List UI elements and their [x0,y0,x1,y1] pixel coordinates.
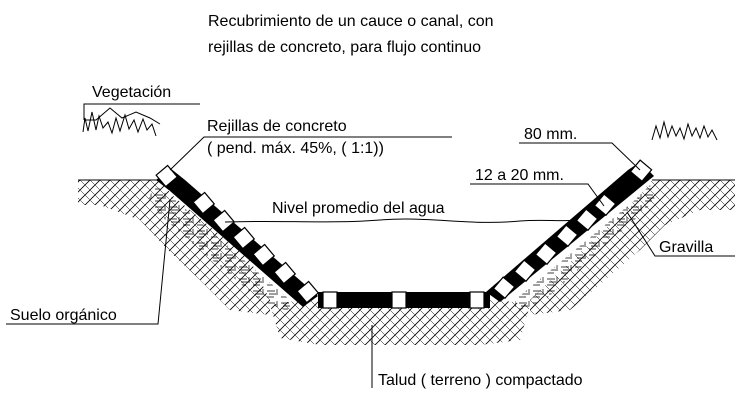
rejillas-label-line-1: Rejillas de concreto [207,118,347,135]
nivel-agua-label: Nivel promedio del agua [272,200,445,217]
lining-right-slope [486,159,654,302]
grid-block [232,226,256,250]
grid-block [212,209,236,233]
rejillas-leader [169,136,452,171]
title-line-1: Recubrimiento de un cauce o canal, con [208,13,494,30]
grid-block [273,261,297,285]
rejillas-label-line-2: ( pend. máx. 45%, ( 1:1)) [207,140,384,157]
grid-block [492,276,516,300]
vegetation-left [82,107,161,137]
grid-block [534,242,558,266]
gravilla-leader [626,211,735,257]
lining-bottom [318,291,490,309]
ground-bottom [270,300,530,345]
gravel-left [148,185,290,312]
vegetation-right [651,120,718,141]
mm80-label: 80 mm. [524,126,577,143]
grid-block [155,164,179,188]
ground-right [530,180,735,315]
grid-block [192,191,216,215]
talud-label: Talud ( terreno ) compactado [378,372,583,389]
vegetacion-label: Vegetación [92,84,171,101]
suelo-organico-leader [6,199,171,325]
grid-block [391,291,407,309]
lining-left-slope [155,164,320,307]
gravilla-label: Gravilla [659,239,713,256]
grid-block [469,291,485,309]
grid-block [322,291,338,309]
grid-block [296,280,320,304]
mm12-20-leader [470,183,605,207]
mm12-20-label: 12 a 20 mm. [475,167,564,184]
grid-block [575,208,599,232]
vegetacion-leader [83,103,200,120]
water-level-line [224,218,576,223]
grid-block [555,224,579,248]
title-line-2: rejillas de concreto, para flujo continu… [208,39,481,56]
grid-block [513,259,537,283]
mm80-leader [519,142,641,171]
gravel-right [515,185,655,312]
suelo-organico-label: Suelo orgánico [10,307,117,324]
ground-left [78,180,270,315]
grid-block [252,243,276,267]
